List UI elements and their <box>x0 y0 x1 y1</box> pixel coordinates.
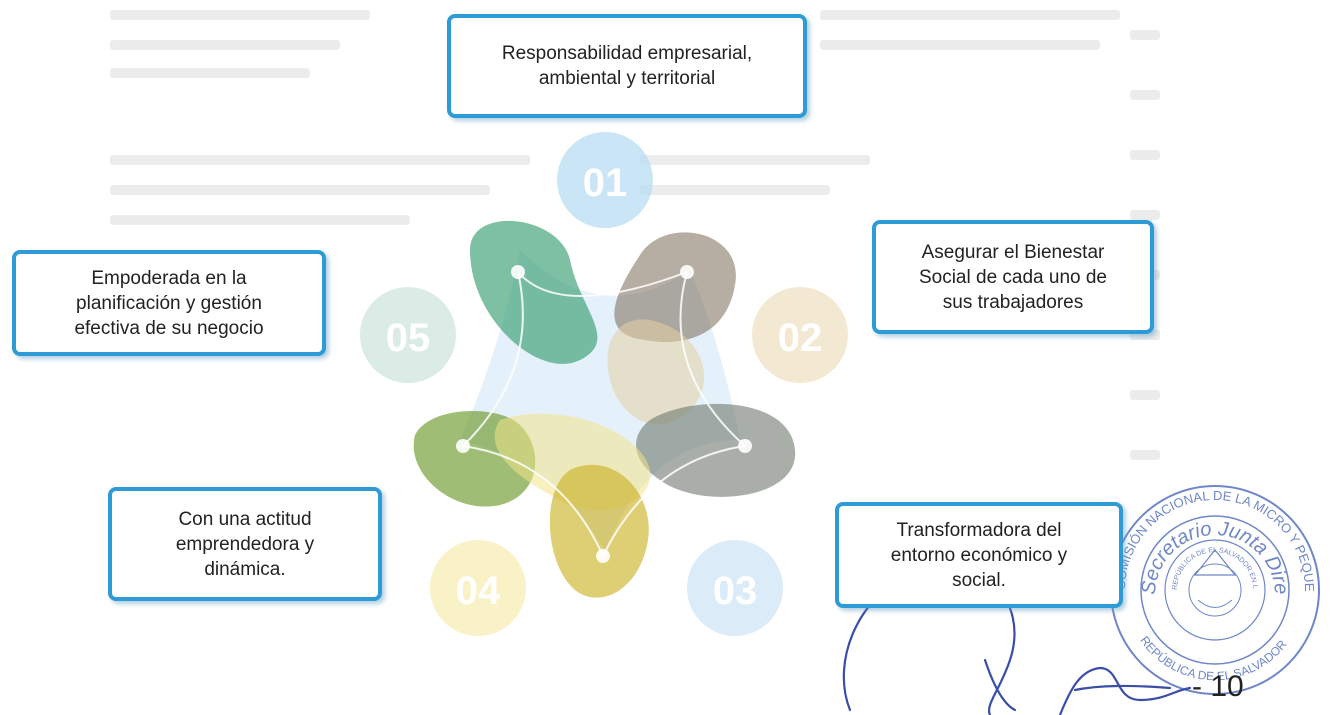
box-left: Empoderada en la planificación y gestión… <box>12 250 326 356</box>
page-number-dash: - <box>1192 670 1202 703</box>
number-circle-03: 03 <box>687 540 783 636</box>
number-circle-02: 02 <box>752 287 848 383</box>
box-bottom-right: Transformadora del entorno económico y s… <box>835 502 1123 608</box>
number-label-05: 05 <box>386 316 431 360</box>
petal-brown <box>614 232 736 342</box>
number-circle-01: 01 <box>557 132 653 228</box>
page-number: - 10 <box>1192 670 1244 704</box>
petal-tan <box>607 319 705 425</box>
box-top-text: Responsabilidad empresarial, ambiental y… <box>501 43 753 89</box>
box-top: Responsabilidad empresarial, ambiental y… <box>447 14 807 118</box>
petal-gray <box>636 403 796 497</box>
box-bottom-left-text: Con una actitud emprendedora y dinámica. <box>175 508 315 580</box>
box-bottom-right-text: Transformadora del entorno económico y s… <box>890 519 1068 591</box>
box-right-text: Asegurar el Bienestar Social de cada uno… <box>918 241 1108 313</box>
connector-lines <box>462 271 746 557</box>
number-label-02: 02 <box>778 316 823 360</box>
petal-yellow <box>549 464 649 598</box>
number-circle-04: 04 <box>430 540 526 636</box>
petal-green <box>470 220 598 364</box>
page-number-value: 10 <box>1210 670 1244 703</box>
box-right: Asegurar el Bienestar Social de cada uno… <box>872 220 1154 334</box>
box-bottom-left: Con una actitud emprendedora y dinámica. <box>108 487 382 601</box>
number-label-04: 04 <box>456 569 501 613</box>
number-circle-05: 05 <box>360 287 456 383</box>
number-label-01: 01 <box>583 161 628 205</box>
number-label-03: 03 <box>713 569 758 613</box>
connector-dots <box>456 265 752 563</box>
box-left-text: Empoderada en la planificación y gestión… <box>74 267 264 339</box>
